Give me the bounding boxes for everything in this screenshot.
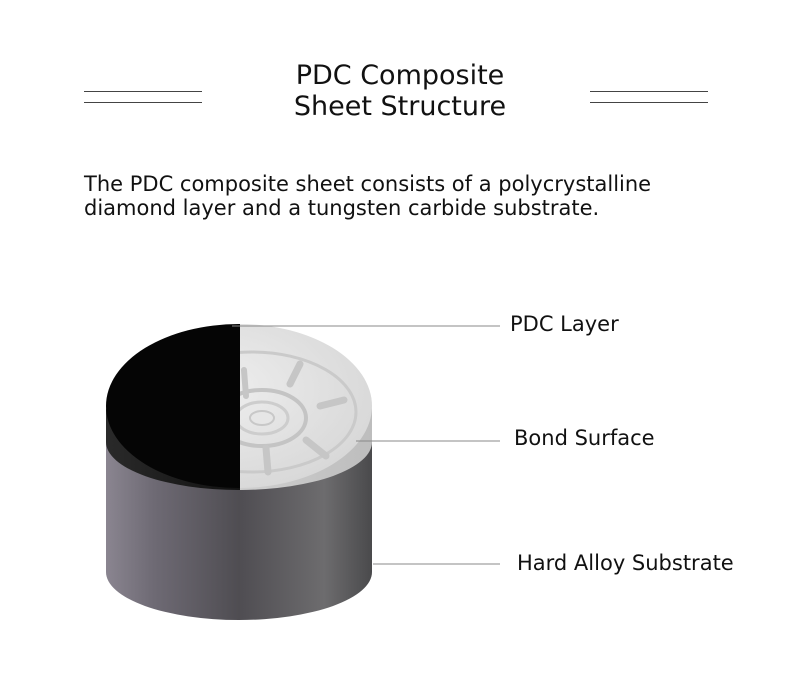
page-title-line-1: PDC Composite <box>295 60 505 91</box>
bond-surface <box>240 324 372 488</box>
label-pdc-layer: PDC Layer <box>510 312 619 336</box>
page-title-line-2: Sheet Structure <box>293 91 507 122</box>
pdc-cylinder-illustration <box>105 324 500 620</box>
label-hard-alloy-substrate: Hard Alloy Substrate <box>517 551 734 575</box>
intro-line-2: diamond layer and a tungsten carbide sub… <box>84 196 600 220</box>
title-decoration-right <box>590 90 708 105</box>
page-title: PDC Composite Sheet Structure <box>250 60 550 122</box>
leader-lines <box>232 325 500 565</box>
title-decoration-left <box>84 90 202 105</box>
pdc-layer-top <box>106 324 240 488</box>
pdc-structure-diagram: PDC Layer Bond Surface Hard Alloy Substr… <box>0 300 800 684</box>
hard-alloy-substrate <box>106 440 372 620</box>
intro-line-1: The PDC composite sheet consists of a po… <box>84 172 652 196</box>
intro-text: The PDC composite sheet consists of a po… <box>84 172 764 220</box>
label-bond-surface: Bond Surface <box>514 426 655 450</box>
